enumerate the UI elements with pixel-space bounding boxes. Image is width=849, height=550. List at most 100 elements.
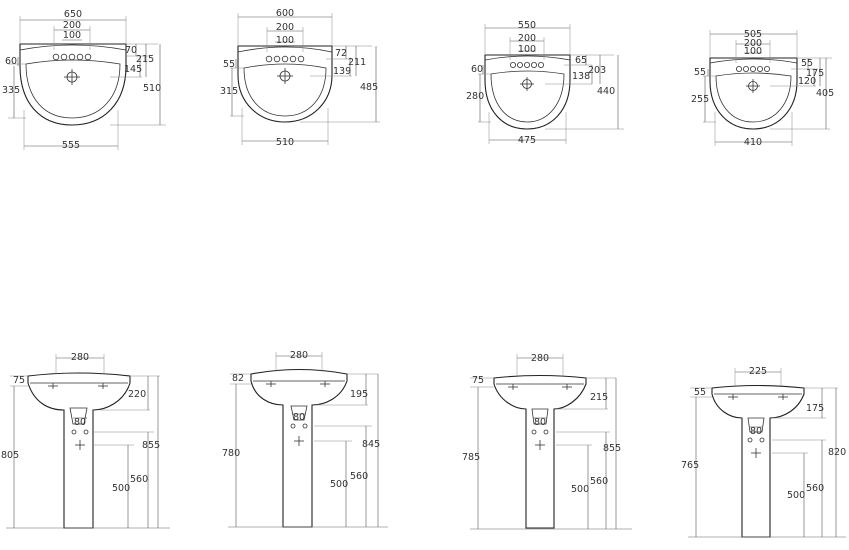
side-view-4: 225 55 175 80 765 820 560 500 [681,366,846,538]
dim-trap-width: 80 [534,417,546,428]
tap-marks [48,383,108,389]
basin-bowl [243,63,327,117]
drain-icon [520,77,534,91]
top-view-3: 550 200 100 65 203 138 440 60 280 475 [466,20,624,146]
fixing-holes [531,429,549,450]
dim-left-b: 335 [2,85,20,96]
basin-bowl [25,59,121,119]
top-view-1: 650 200 100 70 215 145 510 60 335 555 [2,9,166,151]
dim-pedestal-a: 560 [590,476,608,487]
dim-pedestal-a: 560 [130,474,148,485]
dim-bowl-depth: 175 [806,403,824,414]
dim-overall-width: 650 [64,9,82,20]
dim-overall-width: 505 [744,29,762,40]
dim-overall-width: 600 [276,8,294,19]
dim-100: 100 [518,44,536,55]
fixing-holes [290,423,308,446]
tap-marks [266,381,330,387]
dim-pedestal-a: 560 [350,471,368,482]
side-view-2: 280 82 195 80 780 845 560 500 [222,350,388,528]
dim-right-a: 65 [575,55,587,66]
dim-bottom-width: 510 [276,137,294,148]
dim-200: 200 [63,20,81,31]
dim-pedestal-b: 500 [330,479,348,490]
dim-right-a: 70 [125,45,137,56]
dim-right-total: 485 [360,82,378,93]
basin-back-rim [484,55,571,61]
tap-holes [265,55,305,63]
side-view-3: 280 75 215 80 785 855 560 500 [462,353,632,530]
dim-right-c: 139 [333,66,351,77]
dim-pedestal-b: 500 [787,490,805,501]
dim-200: 200 [744,38,762,49]
basin-outline [19,43,127,126]
dim-top-width: 280 [290,350,308,361]
dim-100: 100 [276,35,294,46]
dim-100: 100 [744,46,762,57]
dim-right-b: 175 [806,68,824,79]
dim-rim-depth: 75 [13,375,25,386]
dim-right-b: 215 [136,54,154,65]
dim-total-height: 820 [828,447,846,458]
dim-rim-depth: 75 [472,375,484,386]
dim-right-c: 138 [572,71,590,82]
dim-left-a: 55 [694,67,706,78]
dim-left-a: 60 [5,56,17,67]
dim-top-width: 280 [531,353,549,364]
dim-right-b: 203 [588,65,606,76]
dim-bowl-depth: 195 [350,389,368,400]
trap-outline [290,405,308,421]
dim-total-height: 845 [362,439,380,450]
basin-outline [709,57,798,130]
dim-left-b: 315 [220,86,238,97]
basin-side-profile [27,372,131,529]
dim-left-a: 55 [223,59,235,70]
dim-left-a: 60 [471,64,483,75]
dim-bottom-width: 410 [744,137,762,148]
dim-200: 200 [518,33,536,44]
basin-back-rim [19,44,127,51]
dim-rim-depth: 82 [232,373,244,384]
basin-bowl [490,70,565,123]
dim-bowl-depth: 215 [590,392,608,403]
dim-right-b: 211 [348,57,366,68]
dim-pedestal-a: 560 [806,483,824,494]
dim-right-a: 55 [801,58,813,69]
dim-bottom-width: 555 [62,140,80,151]
dim-trap-width: 80 [74,417,86,428]
side-view-1: 280 75 220 80 805 855 560 500 [1,352,170,529]
dim-top-width: 280 [71,352,89,363]
dim-left-height: 765 [681,460,699,471]
trap-outline [69,407,88,425]
dim-left-height: 785 [462,452,480,463]
drain-icon [64,69,80,85]
fixing-holes [71,429,89,450]
top-view-2: 600 200 100 72 211 139 485 55 315 510 [220,8,380,148]
dim-pedestal-b: 500 [571,484,589,495]
basin-back-rim [709,58,798,64]
basin-side-profile [711,384,805,538]
basin-outline [237,45,333,123]
dim-200: 200 [276,22,294,33]
top-view-4: 505 200 100 55 175 120 405 55 255 410 [691,29,834,148]
fixing-holes [747,437,765,458]
dim-top-width: 225 [749,366,767,377]
tap-marks [728,394,788,400]
basin-side-profile [250,368,348,528]
dim-left-b: 255 [691,94,709,105]
trap-outline [531,408,549,425]
dim-rim-depth: 55 [694,387,706,398]
dim-right-c: 120 [798,76,816,87]
dim-total-height: 855 [142,440,160,451]
dim-right-c: 145 [124,64,142,75]
tap-holes [509,62,545,69]
dim-bottom-width: 475 [518,135,536,146]
tap-holes [736,66,771,73]
dim-left-height: 805 [1,450,19,461]
basin-side-profile [493,374,587,529]
tap-marks [508,384,572,390]
trap-outline [747,417,765,433]
dim-right-a: 72 [335,48,347,59]
basin-bowl [715,72,792,123]
